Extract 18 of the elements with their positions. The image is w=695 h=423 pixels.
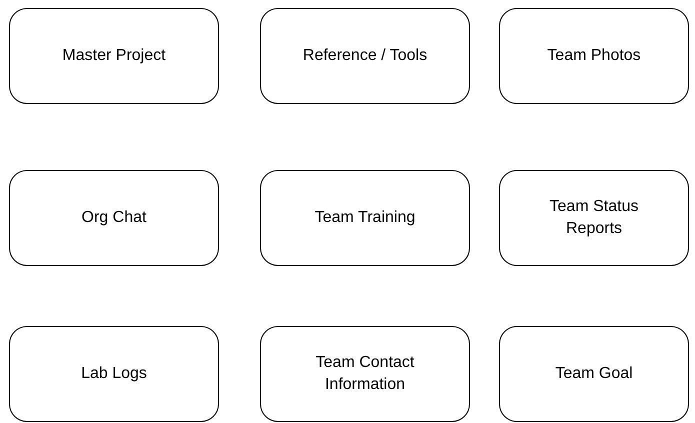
rounded-box <box>260 8 470 104</box>
rounded-box <box>499 8 689 104</box>
rounded-box <box>9 8 219 104</box>
rounded-box <box>9 170 219 266</box>
box-label: Team Goal <box>555 364 633 384</box>
box-label: Team Photos <box>547 46 641 66</box>
rounded-box <box>499 170 689 266</box>
box-label: Team Training <box>314 208 416 228</box>
rounded-box <box>260 326 470 422</box>
rounded-box <box>499 326 689 422</box>
box-label: Org Chat <box>82 208 146 228</box>
box-label: Master Project <box>62 46 166 66</box>
box-label: Team Contact Information <box>314 353 416 395</box>
box-label: Lab Logs <box>81 364 147 384</box>
box-label: Reference / Tools <box>302 46 428 66</box>
rounded-box <box>9 326 219 422</box>
box-label: Team Status Reports <box>548 197 640 239</box>
rounded-box <box>260 170 470 266</box>
